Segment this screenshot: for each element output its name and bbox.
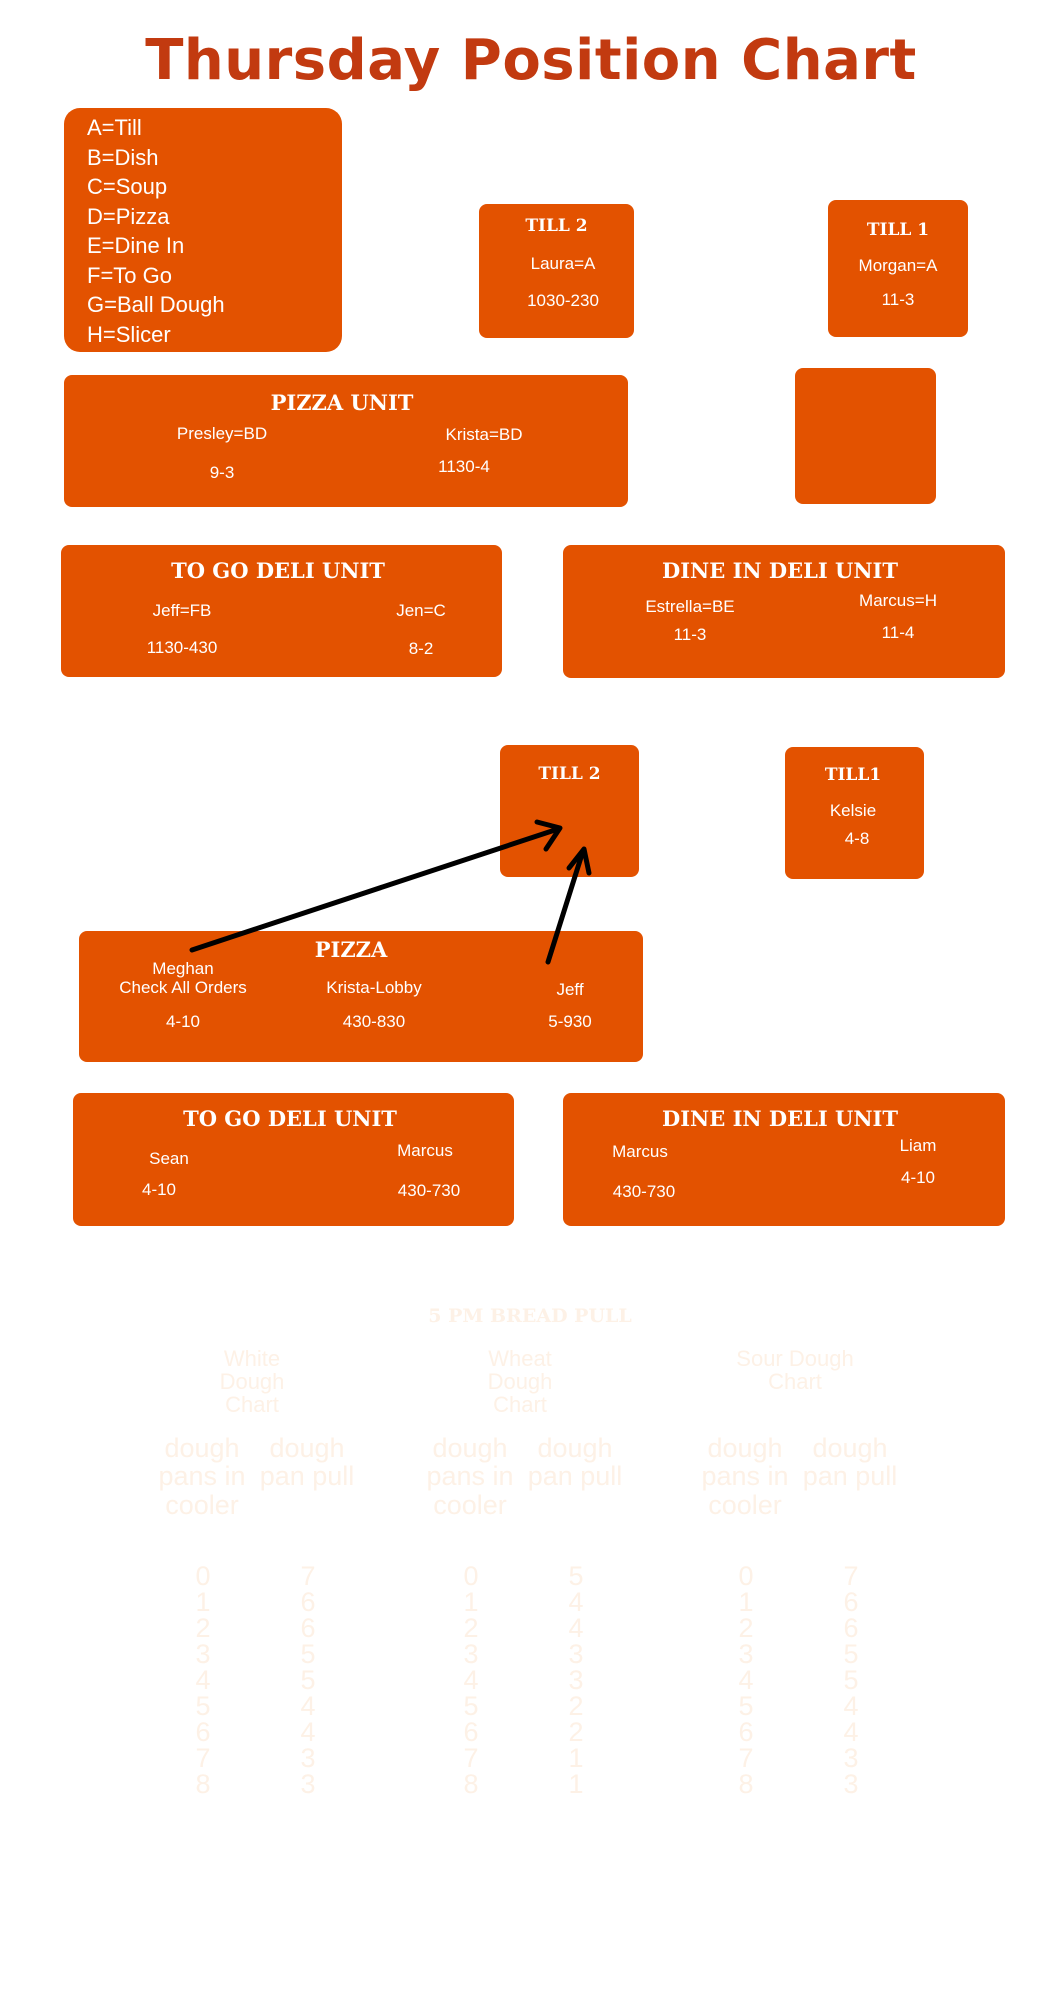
- staff-name: Presley=BD: [176, 424, 268, 443]
- evening-till2-box: TILL 2: [500, 745, 639, 877]
- staff-name: Krista-Lobby: [326, 978, 422, 997]
- legend-item: G=Ball Dough: [87, 292, 225, 317]
- staff-name: Sean: [149, 1149, 189, 1168]
- box-title: TO GO DELI UNIT: [171, 558, 385, 583]
- staff-name: Jen=C: [396, 601, 446, 620]
- legend-item: H=Slicer: [87, 321, 171, 347]
- staff-name: Morgan=A: [858, 256, 938, 275]
- staff-name: Marcus=H: [859, 591, 937, 610]
- staff-time: 4-10: [141, 1180, 177, 1199]
- box-title: PIZZA UNIT: [270, 390, 414, 415]
- morning-till1-box: TILL 1 Morgan=A 11-3: [828, 200, 968, 337]
- empty-position-box: [795, 368, 936, 504]
- staff-time: 1130-430: [146, 638, 218, 657]
- staff-time: 11-3: [673, 625, 707, 644]
- meghan-arrowhead: [534, 819, 563, 852]
- staff-time: 9-3: [209, 463, 235, 482]
- staff-time: 5-930: [548, 1012, 592, 1031]
- staff-name: Laura=A: [530, 254, 596, 273]
- pull-column-header: dough pan pull: [802, 1433, 898, 1492]
- dough-chart-name: Wheat Dough Chart: [487, 1346, 553, 1418]
- staff-name: Liam: [899, 1136, 937, 1155]
- evening-till1-box: TILL1 Kelsie 4-8: [785, 747, 924, 879]
- evening-to-go-deli-box: TO GO DELI UNIT Sean 4-10 Marcus 430-730: [73, 1093, 514, 1226]
- staff-time: 11-3: [881, 290, 915, 309]
- evening-dine-in-deli-box: DINE IN DELI UNIT Marcus 430-730 Liam 4-…: [563, 1093, 1005, 1226]
- staff-time: 4-8: [844, 829, 870, 848]
- staff-time: 430-830: [342, 1012, 406, 1031]
- staff-time: 1130-4: [438, 457, 490, 476]
- staff-name: Krista=BD: [445, 425, 523, 444]
- bread-pull-title: 5 PM BREAD PULL: [428, 1305, 632, 1327]
- staff-name: Kelsie: [829, 801, 877, 820]
- morning-till2-box: TILL 2 Laura=A 1030-230: [479, 204, 634, 338]
- morning-to-go-deli-box: TO GO DELI UNIT Jeff=FB 1130-430 Jen=C 8…: [61, 545, 502, 677]
- staff-name: Jeff=FB: [152, 601, 212, 620]
- legend-list: A=Till B=Dish C=Soup D=Pizza E=Dine In F…: [87, 113, 225, 349]
- staff-time: 430-730: [397, 1181, 461, 1200]
- box-title: DINE IN DELI UNIT: [662, 1106, 898, 1131]
- legend-item: F=To Go: [87, 262, 172, 288]
- meghan-arrow: [189, 826, 561, 953]
- staff-name: Meghan: [152, 959, 214, 978]
- box-title: TO GO DELI UNIT: [183, 1106, 397, 1131]
- staff-name: Marcus: [612, 1142, 668, 1161]
- position-legend: A=Till B=Dish C=Soup D=Pizza E=Dine In F…: [64, 108, 342, 352]
- box-title: PIZZA: [314, 937, 388, 962]
- staff-name: Estrella=BE: [645, 597, 735, 616]
- legend-item: A=Till: [87, 115, 142, 140]
- box-title: DINE IN DELI UNIT: [662, 558, 898, 583]
- legend-item: C=Soup: [87, 174, 168, 199]
- staff-time: 8-2: [408, 639, 434, 658]
- cooler-column-header: dough pans in cooler: [426, 1433, 514, 1520]
- staff-time: 11-4: [881, 623, 915, 642]
- legend-item: E=Dine In: [87, 233, 185, 258]
- jeff-arrowhead: [566, 846, 592, 876]
- legend-item: B=Dish: [87, 144, 159, 170]
- pull-column-header: dough pan pull: [527, 1433, 623, 1492]
- staff-time: 1030-230: [527, 291, 599, 310]
- legend-item: D=Pizza: [87, 203, 170, 229]
- morning-pizza-unit-box: PIZZA UNIT Presley=BD 9-3 Krista=BD 1130…: [64, 375, 628, 507]
- jeff-arrow: [545, 848, 586, 965]
- staff-note: Check All Orders: [119, 978, 247, 997]
- box-title: TILL 2: [538, 764, 601, 784]
- staff-time: 4-10: [900, 1168, 936, 1187]
- cooler-column-header: dough pans in cooler: [701, 1433, 789, 1520]
- box-title: TILL1: [824, 765, 882, 785]
- staff-name: Marcus: [397, 1141, 453, 1160]
- staff-time: 430-730: [612, 1182, 676, 1201]
- staff-name: Jeff: [556, 980, 584, 999]
- pull-column-header: dough pan pull: [259, 1433, 355, 1492]
- dough-chart-name: Sour Dough Chart: [736, 1346, 854, 1395]
- staff-time: 4-10: [165, 1012, 201, 1031]
- box-title: TILL 1: [866, 220, 930, 240]
- box-title: TILL 2: [525, 216, 588, 236]
- dough-chart-name: White Dough Chart: [219, 1346, 285, 1418]
- morning-dine-in-deli-box: DINE IN DELI UNIT Estrella=BE 11-3 Marcu…: [563, 545, 1005, 678]
- page-title: Thursday Position Chart: [145, 28, 917, 93]
- cooler-column-header: dough pans in cooler: [158, 1433, 246, 1520]
